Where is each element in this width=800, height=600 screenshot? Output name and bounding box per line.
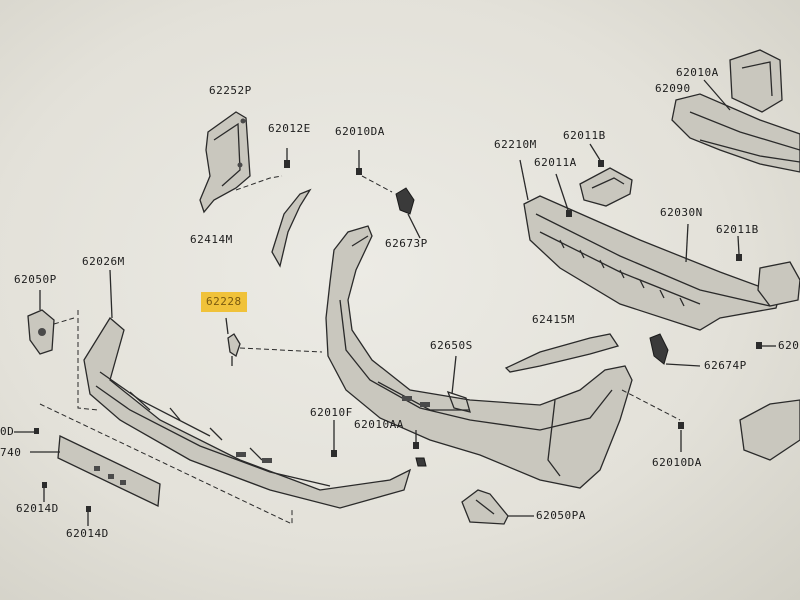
- bumper-fascia-62650S: [325, 225, 633, 489]
- label-62210M: 62210M: [494, 138, 537, 151]
- label-62252P: 62252P: [209, 84, 252, 97]
- label-0D-left: 0D: [0, 425, 15, 438]
- label-62650S: 62650S: [430, 339, 473, 352]
- label-740-left: 740: [0, 446, 22, 459]
- plate-panel-740: [57, 435, 161, 507]
- label-62014D-a: 62014D: [16, 502, 59, 515]
- label-62010F: 62010F: [310, 406, 353, 419]
- lower-grille-62026M: [83, 317, 412, 509]
- label-62050PA: 62050PA: [536, 509, 586, 522]
- bracket-62011A: [579, 167, 633, 207]
- label-62012E: 62012E: [268, 122, 311, 135]
- upper-beam-62090: [671, 93, 800, 173]
- strip-62414M: [271, 188, 312, 268]
- reinforcement-62030N: [523, 195, 781, 331]
- bracket-62674P: [649, 333, 669, 365]
- bracket-62050PA: [461, 489, 509, 525]
- bracket-62673P: [395, 187, 421, 239]
- bracket-62050P: [27, 309, 55, 355]
- bracket-62252P: [199, 111, 251, 214]
- label-62010DA-bottom: 62010DA: [652, 456, 702, 469]
- label-62228-highlighted: 62228: [201, 292, 247, 312]
- label-62010AA: 62010AA: [354, 418, 404, 431]
- label-62673P: 62673P: [385, 237, 428, 250]
- label-62674P: 62674P: [704, 359, 747, 372]
- label-62010A: 62010A: [676, 66, 719, 79]
- mount-62010A: [729, 49, 783, 113]
- label-62011A: 62011A: [534, 156, 577, 169]
- label-62415M: 62415M: [532, 313, 575, 326]
- label-620-right: 620: [778, 339, 800, 352]
- strip-62415M: [504, 333, 620, 373]
- label-62014D-b: 62014D: [66, 527, 109, 540]
- side-bracket-right: [757, 261, 800, 307]
- label-62050P: 62050P: [14, 273, 57, 286]
- label-62011B-right: 62011B: [716, 223, 759, 236]
- label-62026M: 62026M: [82, 255, 125, 268]
- label-62090: 62090: [655, 82, 691, 95]
- clip-62228: [225, 317, 241, 366]
- side-bracket-lower-right: [739, 399, 800, 461]
- label-62010DA-top: 62010DA: [335, 125, 385, 138]
- label-62030N: 62030N: [660, 206, 703, 219]
- label-62414M: 62414M: [190, 233, 233, 246]
- label-62011B-top: 62011B: [563, 129, 606, 142]
